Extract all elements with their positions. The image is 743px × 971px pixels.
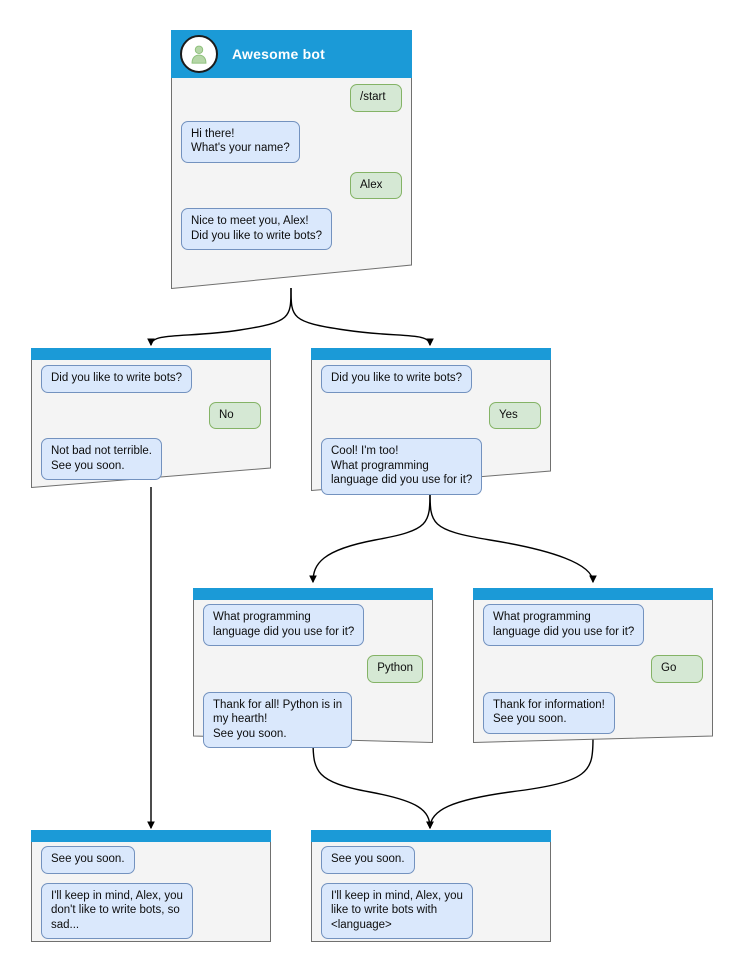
- node-go-branch-header: [473, 588, 713, 600]
- message-row: Nice to meet you, Alex! Did you like to …: [181, 208, 402, 250]
- bot-message-bubble[interactable]: Did you like to write bots?: [321, 365, 473, 393]
- bot-message-bubble[interactable]: I'll keep in mind, Alex, you like to wri…: [321, 882, 473, 939]
- node-no-branch-header: [31, 348, 271, 360]
- message-row: I'll keep in mind, Alex, you don't like …: [41, 882, 261, 939]
- node-end-yes[interactable]: See you soon. I'll keep in mind, Alex, y…: [311, 830, 551, 942]
- message-row: Cool! I'm too! What programming language…: [321, 438, 541, 495]
- node-go-branch[interactable]: What programming language did you use fo…: [473, 588, 713, 743]
- user-message-bubble[interactable]: /start: [350, 84, 402, 112]
- message-row: Thank for all! Python is in my hearth! S…: [203, 691, 423, 748]
- message-row: What programming language did you use fo…: [483, 604, 703, 646]
- node-end-yes-chat: See you soon. I'll keep in mind, Alex, y…: [311, 846, 551, 948]
- edge-root-to-yes: [290, 287, 434, 347]
- message-row: Yes: [321, 401, 541, 429]
- node-yes-branch-chat: Did you like to write bots? Yes Cool! I'…: [311, 365, 551, 504]
- message-row: What programming language did you use fo…: [203, 604, 423, 646]
- message-row: See you soon.: [321, 846, 541, 874]
- bot-message-bubble[interactable]: See you soon.: [41, 846, 135, 874]
- person-avatar-icon: [180, 35, 218, 73]
- edge-go-to-end-yes: [426, 737, 594, 830]
- user-message-bubble[interactable]: Alex: [350, 171, 402, 199]
- message-row: Thank for information! See you soon.: [483, 691, 703, 734]
- bot-message-bubble[interactable]: See you soon.: [321, 846, 415, 874]
- message-row: Hi there! What's your name?: [181, 120, 402, 163]
- node-go-branch-chat: What programming language did you use fo…: [473, 604, 713, 743]
- bot-message-bubble[interactable]: I'll keep in mind, Alex, you don't like …: [41, 882, 193, 939]
- edge-yes-to-python: [309, 489, 431, 584]
- bot-message-bubble[interactable]: What programming language did you use fo…: [483, 604, 645, 646]
- message-row: No: [41, 401, 261, 429]
- bot-name-label: Awesome bot: [232, 46, 325, 62]
- node-yes-branch[interactable]: Did you like to write bots? Yes Cool! I'…: [311, 348, 551, 495]
- node-no-branch[interactable]: Did you like to write bots? No Not bad n…: [31, 348, 271, 488]
- node-end-no[interactable]: See you soon. I'll keep in mind, Alex, y…: [31, 830, 271, 942]
- edge-root-to-no: [147, 287, 292, 347]
- bot-message-bubble[interactable]: What programming language did you use fo…: [203, 604, 365, 646]
- message-row: Not bad not terrible. See you soon.: [41, 438, 261, 480]
- node-end-yes-header: [311, 830, 551, 842]
- message-row: I'll keep in mind, Alex, you like to wri…: [321, 882, 541, 939]
- user-message-bubble[interactable]: No: [209, 401, 261, 429]
- message-row: See you soon.: [41, 846, 261, 874]
- message-row: Python: [203, 655, 423, 683]
- node-root[interactable]: Awesome bot /start Hi there! What's your…: [171, 30, 412, 289]
- node-end-no-header: [31, 830, 271, 842]
- message-row: Go: [483, 655, 703, 683]
- node-root-chat: /start Hi there! What's your name? Alex …: [171, 84, 412, 259]
- message-row: Did you like to write bots?: [321, 365, 541, 393]
- user-message-bubble[interactable]: Python: [367, 655, 423, 683]
- bot-message-bubble[interactable]: Thank for information! See you soon.: [483, 691, 615, 734]
- bot-message-bubble[interactable]: Did you like to write bots?: [41, 365, 193, 393]
- bot-message-bubble[interactable]: Hi there! What's your name?: [181, 120, 300, 163]
- user-message-bubble[interactable]: Yes: [489, 401, 541, 429]
- message-row: Did you like to write bots?: [41, 365, 261, 393]
- node-python-branch-header: [193, 588, 433, 600]
- edge-yes-to-go: [429, 489, 597, 584]
- node-yes-branch-header: [311, 348, 551, 360]
- message-row: Alex: [181, 171, 402, 199]
- node-python-branch-chat: What programming language did you use fo…: [193, 604, 433, 757]
- node-end-no-chat: See you soon. I'll keep in mind, Alex, y…: [31, 846, 271, 948]
- node-python-branch[interactable]: What programming language did you use fo…: [193, 588, 433, 748]
- bot-message-bubble[interactable]: Nice to meet you, Alex! Did you like to …: [181, 208, 333, 250]
- bot-message-bubble[interactable]: Not bad not terrible. See you soon.: [41, 438, 163, 480]
- message-row: /start: [181, 84, 402, 112]
- bot-message-bubble[interactable]: Cool! I'm too! What programming language…: [321, 438, 483, 495]
- node-no-branch-chat: Did you like to write bots? No Not bad n…: [31, 365, 271, 489]
- user-message-bubble[interactable]: Go: [651, 655, 703, 683]
- node-root-header: Awesome bot: [171, 30, 412, 78]
- bot-message-bubble[interactable]: Thank for all! Python is in my hearth! S…: [203, 691, 353, 748]
